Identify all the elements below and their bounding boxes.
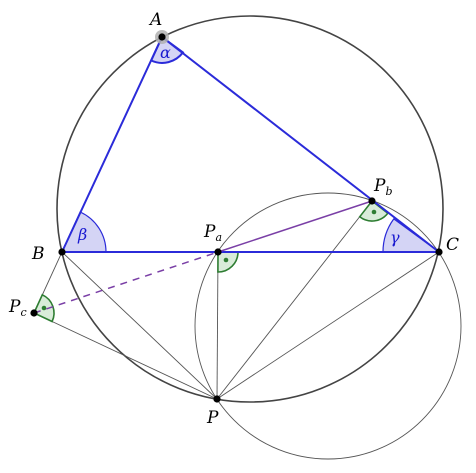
point-Pb[interactable] [368,197,376,205]
right-angle-Pb-dot [371,209,377,215]
line-P-Pa [216,251,219,400]
point-P[interactable] [213,395,221,403]
label-Pc: Pc [8,297,27,319]
angle-beta-label: β [77,225,87,244]
angle-beta-sector [61,211,107,253]
simson-line-solid [217,200,373,253]
angle-gamma-label: γ [390,228,400,247]
label-A: A [148,10,162,30]
point-A[interactable] [158,33,166,41]
label-C: C [446,235,459,255]
label-B: B [31,244,45,264]
line-P-C [216,251,440,400]
line-P-Pb [216,200,373,400]
right-angle-Pc-dot [41,305,47,311]
label-Pb: Pb [373,176,393,198]
simson-line-dashed [33,251,219,314]
point-B[interactable] [58,248,66,256]
label-P: P [206,408,219,428]
triangle-ABC [61,36,440,253]
angle-alpha-label: α [160,43,171,62]
right-angle-Pa [217,251,239,273]
auxiliary-circle [194,192,462,460]
label-Pa: Pa [203,222,222,244]
side-AC [161,36,440,253]
point-Pc[interactable] [30,309,38,317]
point-Pa[interactable] [214,248,222,256]
right-angle-Pa-dot [223,257,229,263]
side-AB [61,36,163,253]
circumcircle [56,15,444,403]
line-P-B [61,251,218,400]
line-P-Pc [33,312,218,400]
point-C[interactable] [435,248,443,256]
